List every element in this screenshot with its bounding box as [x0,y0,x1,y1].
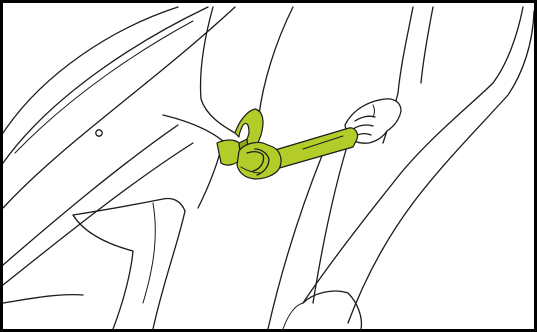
center-bar-right [313,143,348,303]
cushion-left-edge [201,7,236,133]
padding-top-fold [73,199,185,216]
shell-rim-edge [3,7,235,208]
armrest-end-edge [283,303,303,329]
seat-frame-bar [3,125,193,285]
shell-outer-edge [3,7,178,133]
armrest [268,7,534,329]
padding-inner-edge [113,251,133,329]
frame-bar-top [3,125,178,265]
padding-left-curve [73,215,133,251]
frame-bar-bottom [3,143,193,285]
seat-shell-left [3,7,235,208]
armrest-inner-edge [348,11,534,323]
padding-crease [143,203,155,303]
base-edge [3,295,83,303]
shell-inner-edge [3,7,208,163]
shell-rivet [96,130,102,136]
armrest-back-edge [398,7,413,93]
armrest-back-edge-2 [421,7,433,83]
armrest-outer-edge [303,7,523,303]
seat-strap-illustration [3,3,534,329]
buckle-icon [237,142,281,179]
seat-cushion [163,7,293,208]
cushion-right-edge [259,7,293,115]
padding-right-edge [153,211,185,329]
center-bar-left [268,153,323,329]
